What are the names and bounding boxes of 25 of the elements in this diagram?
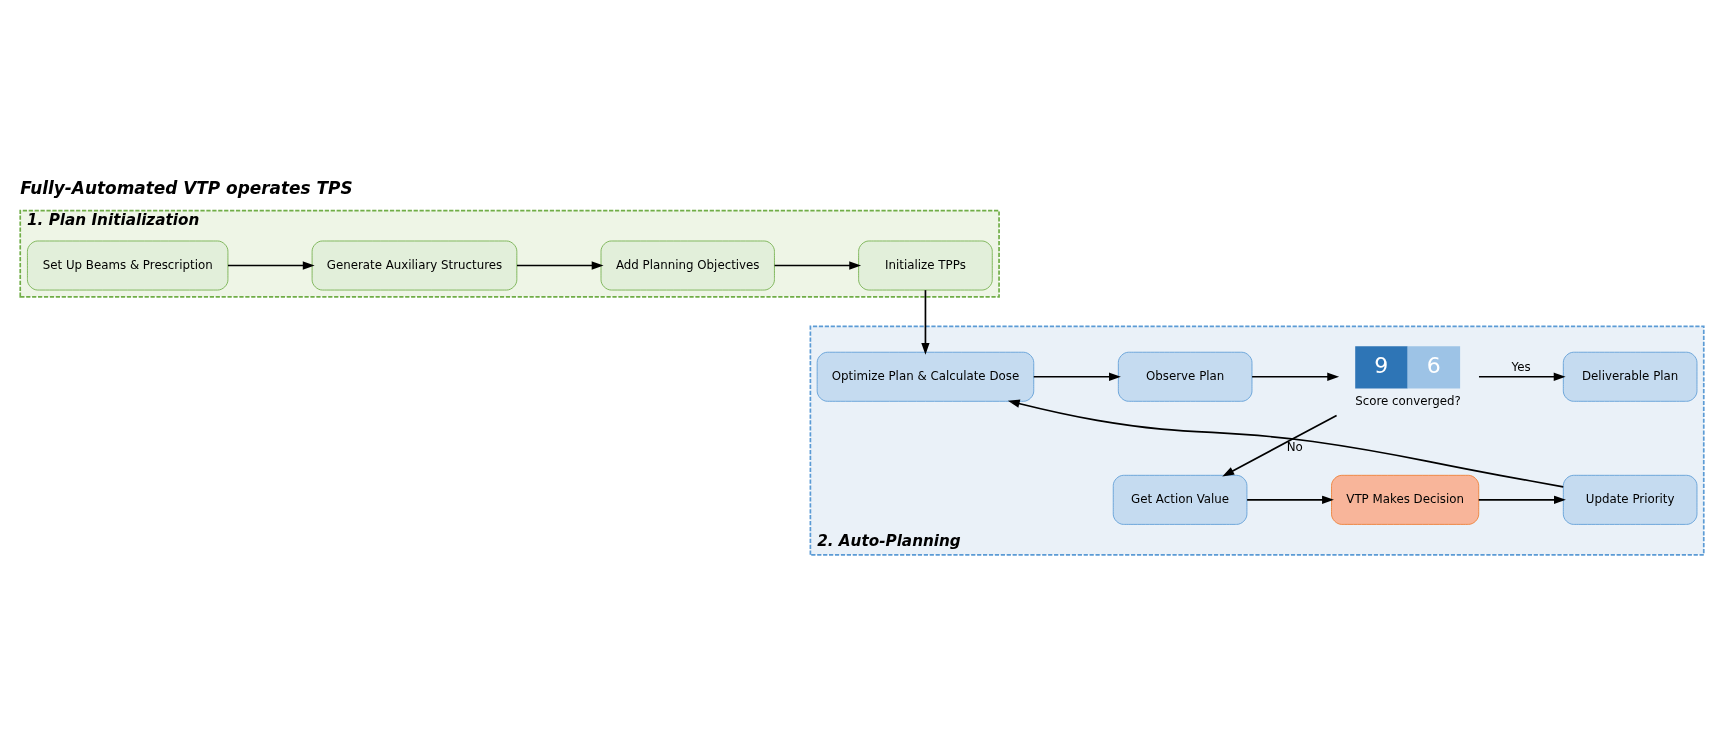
arrow [1478,372,1566,381]
node-box: Observe Plan [1117,351,1253,402]
arrow [1007,399,1565,488]
arrow [773,261,862,270]
node-box: Initialize TPPs [858,240,993,291]
arrow [1477,495,1566,504]
arrow [516,261,604,270]
node-box: Optimize Plan & Calculate Dose [816,351,1035,402]
node-box: Deliverable Plan [1562,351,1698,402]
arrow [1251,372,1340,381]
arrow [921,289,930,355]
node-box: Add Planning Objectives [600,240,775,291]
node-label: Score converged? [1355,393,1461,408]
node-box: VTP Makes Decision [1331,474,1480,525]
node-box: Set Up Beams & Prescription [27,240,229,291]
edge-label: Yes [1511,360,1531,375]
arrow [1246,495,1334,504]
diagram-title: Fully-Automated VTP operates TPS [20,178,353,199]
edge-label: No [1286,439,1303,454]
arrow [227,261,315,270]
arrow [1032,372,1121,381]
node-box: Generate Auxiliary Structures [311,240,518,291]
node-box: Update Priority [1562,474,1698,525]
arrow [1222,414,1338,477]
node-box: Get Action Value [1112,474,1248,525]
